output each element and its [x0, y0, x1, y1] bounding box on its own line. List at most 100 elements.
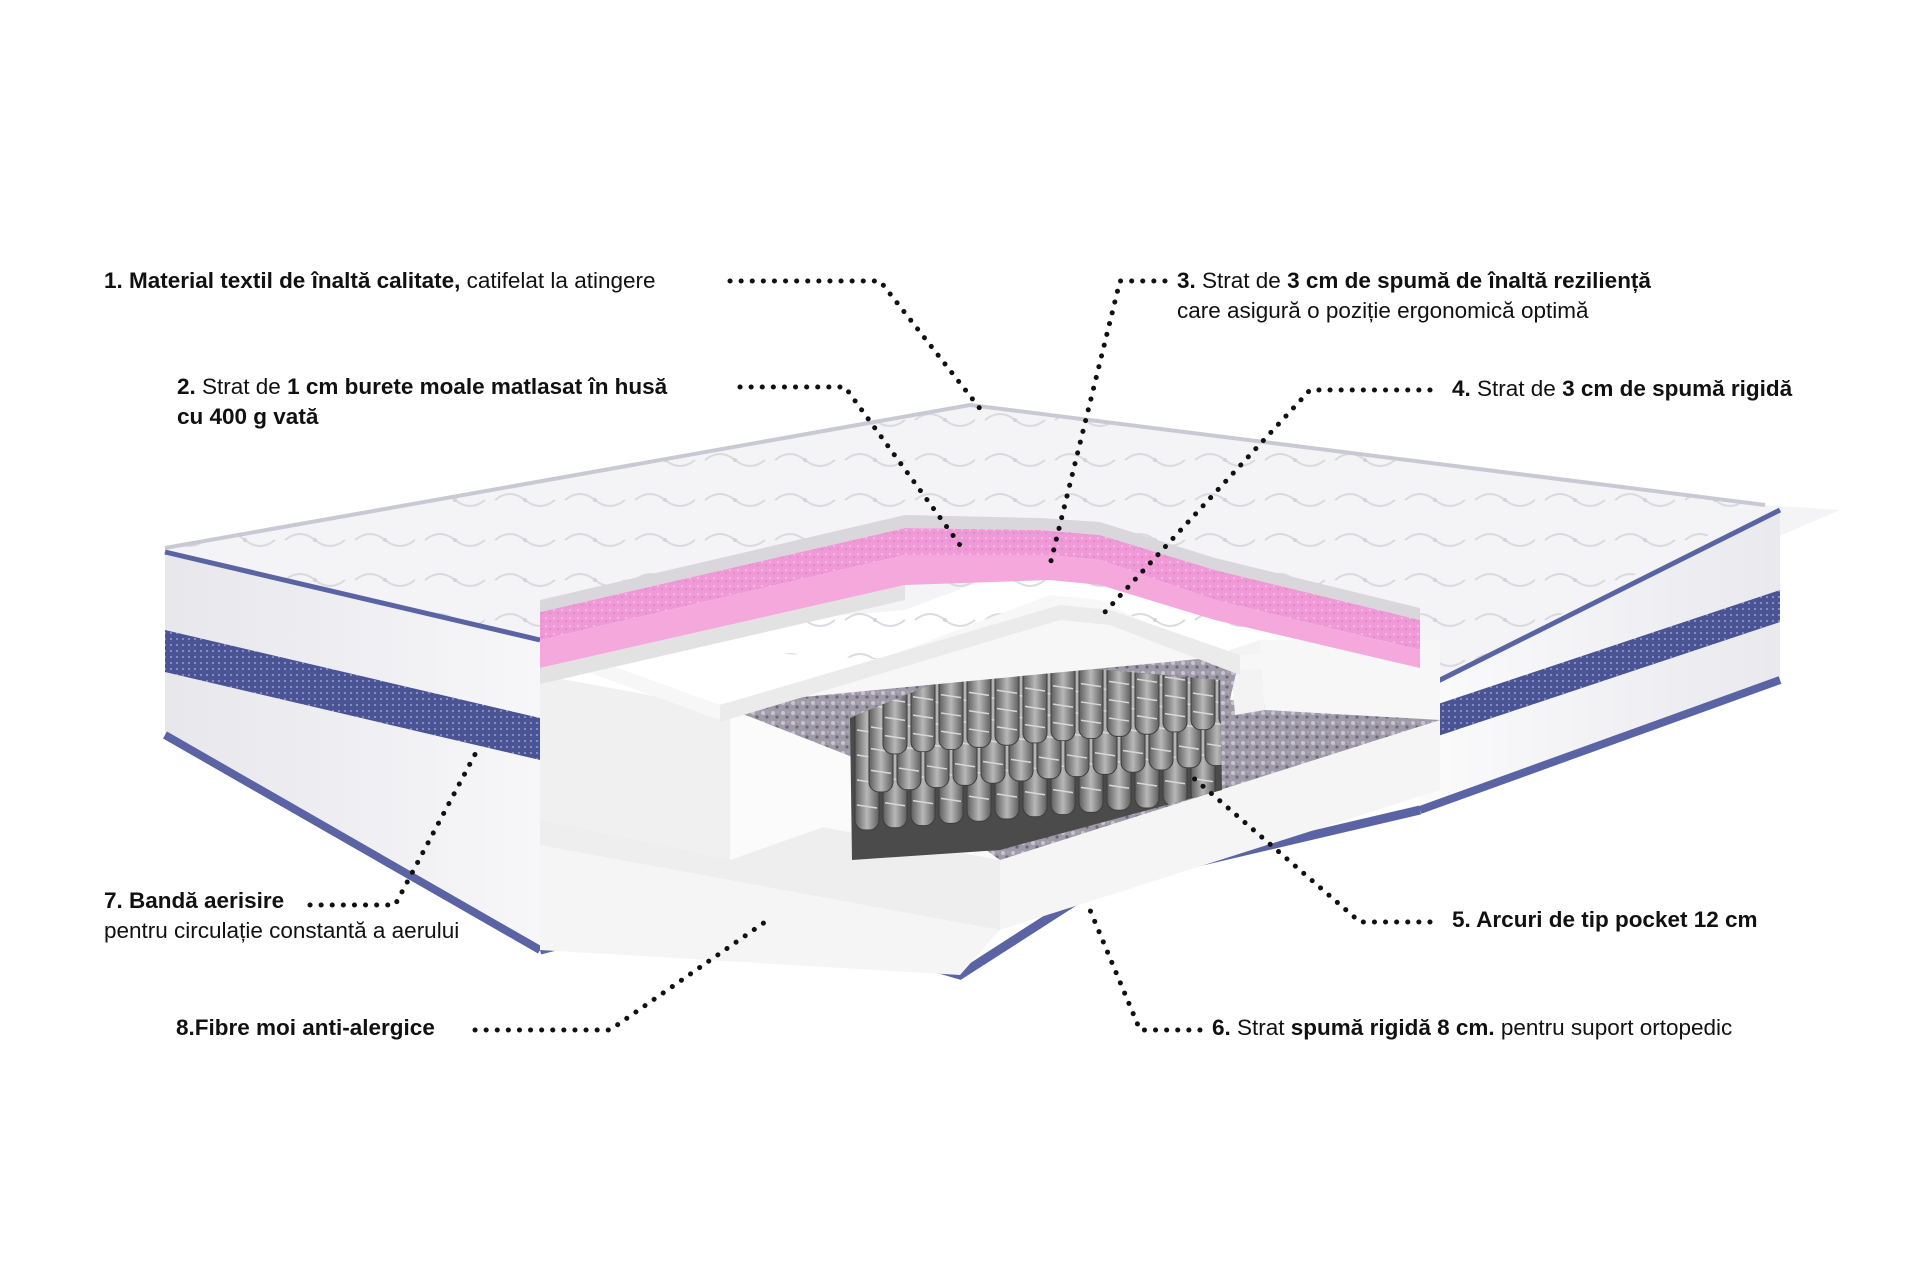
spring-coil [1052, 788, 1074, 794]
spring-coil [912, 732, 934, 738]
label-3-line-1-run-3: 3 cm de spumă de înaltă reziliență [1287, 268, 1651, 293]
label-7-vent-band: 7. Bandă aerisire pentru circulație cons… [104, 886, 459, 946]
spring-coil [954, 762, 976, 768]
spring-coil [1108, 717, 1130, 722]
vent-band-left [165, 630, 540, 760]
label-6-line-1-run-4: pentru suport ortopedic [1494, 1015, 1733, 1040]
label-2-line-2: cu 400 g vată [177, 402, 667, 432]
label-1-textile: 1. Material textil de înaltă calitate, c… [104, 266, 656, 296]
label-3-hr-foam: 3. Strat de 3 cm de spumă de înaltă rezi… [1177, 266, 1651, 326]
leader-2 [737, 384, 963, 548]
pocket-spring [1050, 660, 1076, 742]
label-6-line-1-run-1: 6. [1212, 1015, 1231, 1040]
spring-coil [1178, 745, 1200, 750]
spring-coil [1038, 756, 1060, 761]
label-7-line-1: 7. Bandă aerisire [104, 886, 459, 916]
spring-coil [996, 793, 1018, 798]
leader-8 [472, 919, 768, 1033]
spring-coil [912, 799, 934, 805]
spring-coil [1192, 710, 1214, 716]
layer-rigid-foam-right [1230, 640, 1265, 715]
label-4-line-1: 4. Strat de 3 cm de spumă rigidă [1452, 374, 1792, 404]
label-2-line-1-run-2: Strat de [195, 374, 288, 399]
label-6-base-foam: 6. Strat spumă rigidă 8 cm. pentru supor… [1212, 1013, 1732, 1043]
spring-coil [912, 696, 934, 701]
spring-coil [1108, 680, 1130, 686]
layer-rigid-foam-top [540, 595, 1440, 720]
spring-coil [1164, 694, 1186, 700]
spring-coil [1136, 696, 1158, 702]
label-7-line-2: pentru circulație constantă a aerului [104, 916, 459, 946]
leader-lines [307, 278, 1433, 1033]
leader-5 [1187, 772, 1433, 925]
label-4-line-1-run-2: Strat de [1470, 376, 1563, 401]
label-3-line-1: 3. Strat de 3 cm de spumă de înaltă rezi… [1177, 266, 1651, 296]
mattress-left-side [165, 552, 540, 950]
label-2-line-1-run-3: 1 cm burete moale matlasat în husă [287, 374, 668, 399]
spring-coil [940, 693, 962, 699]
spring-coil [912, 714, 934, 719]
spring-coil [996, 726, 1018, 731]
spring-coil [968, 691, 990, 697]
label-3-line-2: care asigură o poziție ergonomică optimă [1177, 296, 1651, 326]
label-6-line-1-run-3: spumă rigidă 8 cm. [1290, 1015, 1495, 1040]
spring-coil [1192, 692, 1214, 697]
label-3-line-1-run-2: Strat de [1195, 268, 1288, 293]
label-7-line-2-run-1: pentru circulație constantă a aerului [104, 918, 460, 943]
leader-6 [1087, 907, 1203, 1033]
spring-coil [926, 765, 948, 770]
layer-base-foam [540, 720, 1440, 975]
spring-coil [1066, 754, 1088, 759]
spring-coil [1024, 791, 1046, 796]
label-3-line-1-run-1: 3. [1177, 268, 1196, 293]
spring-coil [1136, 715, 1158, 720]
label-1-line-1-run-2: catifelat la atingere [460, 268, 656, 293]
spring-coil [884, 802, 906, 807]
label-8-line-1-run-1: 8.Fibre moi anti-alergice [176, 1015, 435, 1040]
spring-coil [1108, 784, 1130, 789]
label-6-line-1: 6. Strat spumă rigidă 8 cm. pentru supor… [1212, 1013, 1732, 1043]
spring-coil [884, 734, 906, 740]
label-4-rigid-foam: 4. Strat de 3 cm de spumă rigidă [1452, 374, 1792, 404]
spring-coil [1052, 703, 1074, 708]
label-4-line-1-run-1: 4. [1452, 376, 1471, 401]
label-2-line-2-run-1: cu 400 g vată [177, 404, 319, 429]
spring-coil [1136, 782, 1158, 787]
spring-coil [1150, 747, 1172, 753]
spring-coil [1206, 743, 1222, 748]
label-1-line-1-run-1: 1. Material textil de înaltă calitate, [104, 268, 461, 293]
label-5-line-1: 5. Arcuri de tip pocket 12 cm [1452, 905, 1758, 935]
label-7-line-1-run-1: 7. Bandă aerisire [104, 888, 285, 913]
spring-coil [856, 804, 878, 809]
spring-coil [1024, 705, 1046, 711]
spring-coil [1164, 780, 1186, 785]
label-8-fibres: 8.Fibre moi anti-alergice [176, 1013, 435, 1043]
vent-band-right [1420, 590, 1780, 742]
spring-coil [1052, 685, 1074, 690]
spring-coil [1052, 721, 1074, 727]
label-1-line-1: 1. Material textil de înaltă calitate, c… [104, 266, 656, 296]
leader-4 [1102, 387, 1433, 615]
leader-1 [727, 278, 988, 418]
spring-coil [1080, 719, 1102, 725]
spring-coil [982, 760, 1004, 766]
label-2-line-1: 2. Strat de 1 cm burete moale matlasat î… [177, 372, 667, 402]
spring-coil [968, 728, 990, 733]
label-3-line-2-run-1: care asigură o poziție ergonomică optimă [1177, 298, 1589, 323]
layer-rigid-foam-left [540, 675, 730, 860]
spring-coil [1080, 701, 1102, 706]
spring-coil [1136, 678, 1158, 683]
layer-quilted-top [540, 515, 1420, 620]
label-6-line-1-run-2: Strat [1230, 1015, 1291, 1040]
spring-coil [940, 712, 962, 717]
spring-coil [996, 707, 1018, 713]
pocket-spring [1134, 660, 1160, 735]
spring-coil [1164, 712, 1186, 718]
spring-coil [968, 795, 990, 800]
label-5-line-1-run-1: 5. Arcuri de tip pocket 12 cm [1452, 907, 1758, 932]
leader-3 [1047, 278, 1168, 568]
spring-coil [1080, 786, 1102, 792]
spring-coil [870, 769, 892, 775]
